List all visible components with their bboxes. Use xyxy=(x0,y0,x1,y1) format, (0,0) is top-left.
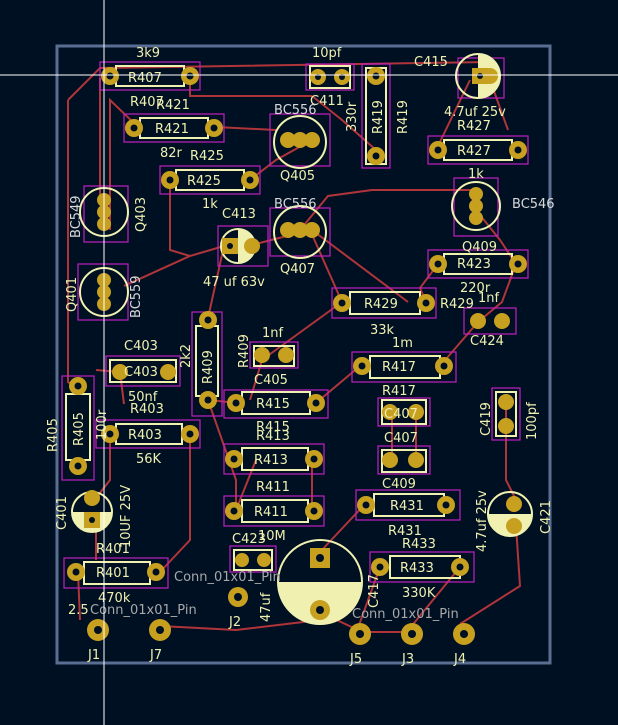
label-r415r: R415 xyxy=(256,420,290,435)
label-r431: R431 xyxy=(390,499,424,514)
label-r403v: 56K xyxy=(136,452,162,467)
board-edge xyxy=(55,44,552,665)
label-r421r: R421 xyxy=(155,122,189,137)
label-j7: J7 xyxy=(149,648,162,663)
label-r421v: 82r xyxy=(160,146,183,161)
label-r403: R403 xyxy=(130,402,164,417)
label-bc549: BC549 xyxy=(69,195,84,238)
label-j3: J3 xyxy=(401,652,414,667)
label-r415: R415 xyxy=(256,397,290,412)
label-c413: C413 xyxy=(222,207,256,222)
label-r433r: R433 xyxy=(400,561,434,576)
label-c409: C409 xyxy=(382,477,416,492)
label-r401: R401 xyxy=(96,542,130,557)
label-r405v: 100r xyxy=(95,409,110,440)
label-r429r: R429 xyxy=(440,297,474,312)
label-r403r: R403 xyxy=(128,428,162,443)
label-r411r: R411 xyxy=(254,505,288,520)
label-r421: R421 xyxy=(156,98,190,113)
label-c417: C417 xyxy=(367,574,382,608)
label-r433: R433 xyxy=(402,537,436,552)
label-c401v: 10UF 25V xyxy=(119,485,134,548)
label-r417v: 1m xyxy=(392,336,413,351)
label-j4: J4 xyxy=(453,652,466,667)
label-r407: R407 xyxy=(128,71,162,86)
label-r429: R429 xyxy=(364,297,398,312)
label-c423: C423 xyxy=(232,532,266,547)
label-r419: R419 xyxy=(371,100,386,134)
label-bc556a: BC556 xyxy=(274,103,317,118)
label-r427r: R427 xyxy=(457,144,491,159)
label-c415v: 4.7uf 25v xyxy=(444,105,506,120)
label-r425v: 1k xyxy=(202,197,218,212)
label-c407r: C407 xyxy=(384,431,418,446)
label-q401: Q401 xyxy=(65,277,80,312)
label-c423v: 47uf xyxy=(259,592,274,622)
label-c424: C424 xyxy=(470,334,504,349)
label-c424v: 1nf xyxy=(478,291,500,306)
label-c415: C415 xyxy=(414,55,448,70)
label-r413r: R413 xyxy=(254,453,288,468)
label-r401v: 470k xyxy=(98,591,131,606)
label-r419b: R419 xyxy=(396,100,411,134)
label-q407: Q407 xyxy=(280,262,315,277)
label-bc559: BC559 xyxy=(129,275,144,318)
label-r411v: 10M xyxy=(258,529,286,544)
label-r423: R423 xyxy=(457,257,491,272)
label-r433v: 330K xyxy=(402,586,436,601)
label-r427: R427 xyxy=(457,119,491,134)
label-q403: Q403 xyxy=(134,197,149,232)
label-c411v: 10pf xyxy=(312,46,342,61)
label-conn-a: Conn_01x01_Pin xyxy=(174,570,281,585)
label-c421: C421 xyxy=(539,500,554,534)
label-c419: C419 xyxy=(479,402,494,436)
label-c413v: 47 uf 63v xyxy=(203,275,265,290)
label-r419v: 330r xyxy=(345,101,360,132)
label-c419v: 100pf xyxy=(525,402,540,440)
label-r405b: R405 xyxy=(72,412,87,446)
label-bc556b: BC556 xyxy=(274,197,317,212)
label-r405: R405 xyxy=(46,418,61,452)
label-r401r: R401 xyxy=(96,566,130,581)
label-j2: J2 xyxy=(228,615,241,630)
label-r409r: R409 xyxy=(237,334,252,368)
label-r423v: 1k xyxy=(468,167,484,182)
label-c411: C411 xyxy=(310,94,344,109)
label-r425: R425 xyxy=(190,149,224,164)
label-r423r: 220r xyxy=(460,281,491,296)
label-r413: R413 xyxy=(256,429,290,444)
label-c405v: 1nf xyxy=(262,326,284,341)
label-j1: J1 xyxy=(87,648,100,663)
label-r409v: 2k2 xyxy=(179,344,194,368)
label-r429v: 33k xyxy=(370,323,395,338)
label-c403v: 50nf xyxy=(128,390,158,405)
label-conn-b: Conn_01x01_Pin xyxy=(90,603,197,618)
label-r407v: 3k9 xyxy=(136,46,160,61)
label-c421v: 4.7uf 25v xyxy=(475,490,490,552)
label-c403r: C403 xyxy=(124,365,158,380)
label-c401: C401 xyxy=(55,496,70,530)
pad-holes xyxy=(72,72,522,638)
label-r431r: R431 xyxy=(388,524,422,539)
label-q409: Q409 xyxy=(462,240,497,255)
label-r407r: R407 xyxy=(130,95,164,110)
label-c417v: 2.5 xyxy=(68,603,89,618)
label-bc546: BC546 xyxy=(512,197,555,212)
label-c407: C407 xyxy=(384,407,418,422)
label-r417: R417 xyxy=(382,360,416,375)
label-r411: R411 xyxy=(256,480,290,495)
label-r425r: R425 xyxy=(187,174,221,189)
label-r409: R409 xyxy=(201,350,216,384)
label-c403: C403 xyxy=(124,339,158,354)
label-q405: Q405 xyxy=(280,169,315,184)
label-r417r: R417 xyxy=(382,384,416,399)
label-j5: J5 xyxy=(349,652,362,667)
label-conn-c: Conn_01x01_Pin xyxy=(352,607,459,622)
label-c405: C405 xyxy=(254,373,288,388)
